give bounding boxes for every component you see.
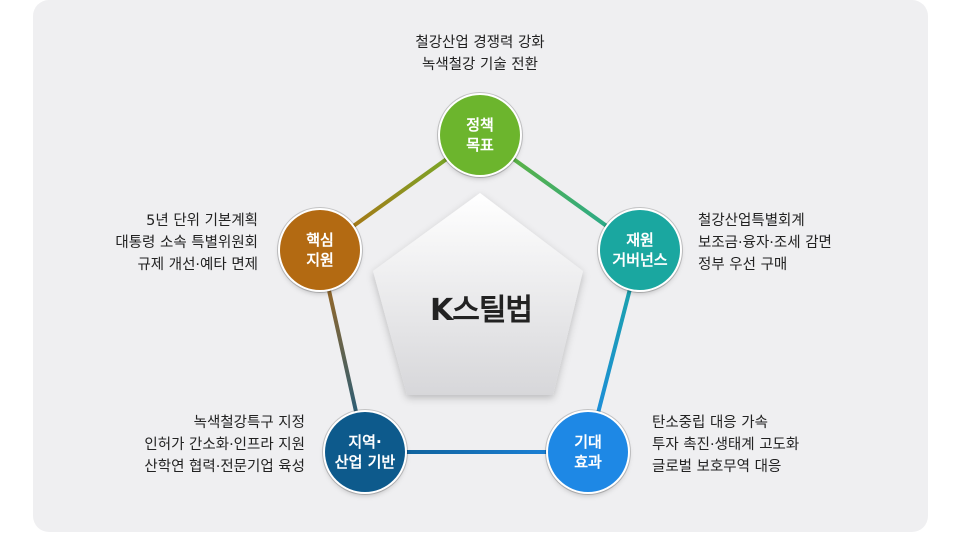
desc-line: 녹색철강 기술 전환 — [422, 57, 538, 73]
desc-policy-goal: 철강산업 경쟁력 강화 녹색철강 기술 전환 — [380, 32, 580, 76]
node-regional-industry-base: 지역· 산업 기반 — [325, 412, 405, 492]
desc-core-support: 5년 단위 기본계획 대통령 소속 특별위원회 규제 개선·예타 면제 — [60, 210, 258, 276]
node-policy-goal: 정책 목표 — [440, 95, 520, 175]
node-core-support: 핵심 지원 — [280, 210, 360, 290]
center-title: K스틸법 — [429, 293, 533, 328]
desc-line: 투자 촉진·생태계 고도화 — [652, 437, 800, 453]
desc-line: 5년 단위 기본계획 — [146, 213, 258, 229]
node-expected-effect: 기대 효과 — [548, 412, 628, 492]
desc-regional-industry-base: 녹색철강특구 지정 인허가 간소화·인프라 지원 산학연 협력·전문기업 육성 — [60, 412, 305, 478]
desc-line: 탄소중립 대응 가속 — [652, 415, 768, 431]
desc-expected-effect: 탄소중립 대응 가속 투자 촉진·생태계 고도화 글로벌 보호무역 대응 — [652, 412, 799, 478]
desc-line: 글로벌 보호무역 대응 — [652, 459, 782, 475]
desc-line: 철강산업특별회계 — [698, 213, 805, 229]
center-pentagon — [373, 193, 583, 395]
desc-line: 산학연 협력·전문기업 육성 — [144, 459, 305, 475]
desc-line: 인허가 간소화·인프라 지원 — [144, 437, 305, 453]
desc-line: 대통령 소속 특별위원회 — [115, 235, 258, 251]
desc-line: 녹색철강특구 지정 — [193, 415, 305, 431]
desc-line: 정부 우선 구매 — [698, 257, 788, 273]
desc-line: 철강산업 경쟁력 강화 — [415, 35, 545, 51]
desc-finance-governance: 철강산업특별회계 보조금·융자·조세 감면 정부 우선 구매 — [698, 210, 832, 276]
desc-line: 보조금·융자·조세 감면 — [698, 235, 832, 251]
node-finance-governance: 재원 거버넌스 — [600, 210, 680, 290]
desc-line: 규제 개선·예타 면제 — [137, 257, 258, 273]
